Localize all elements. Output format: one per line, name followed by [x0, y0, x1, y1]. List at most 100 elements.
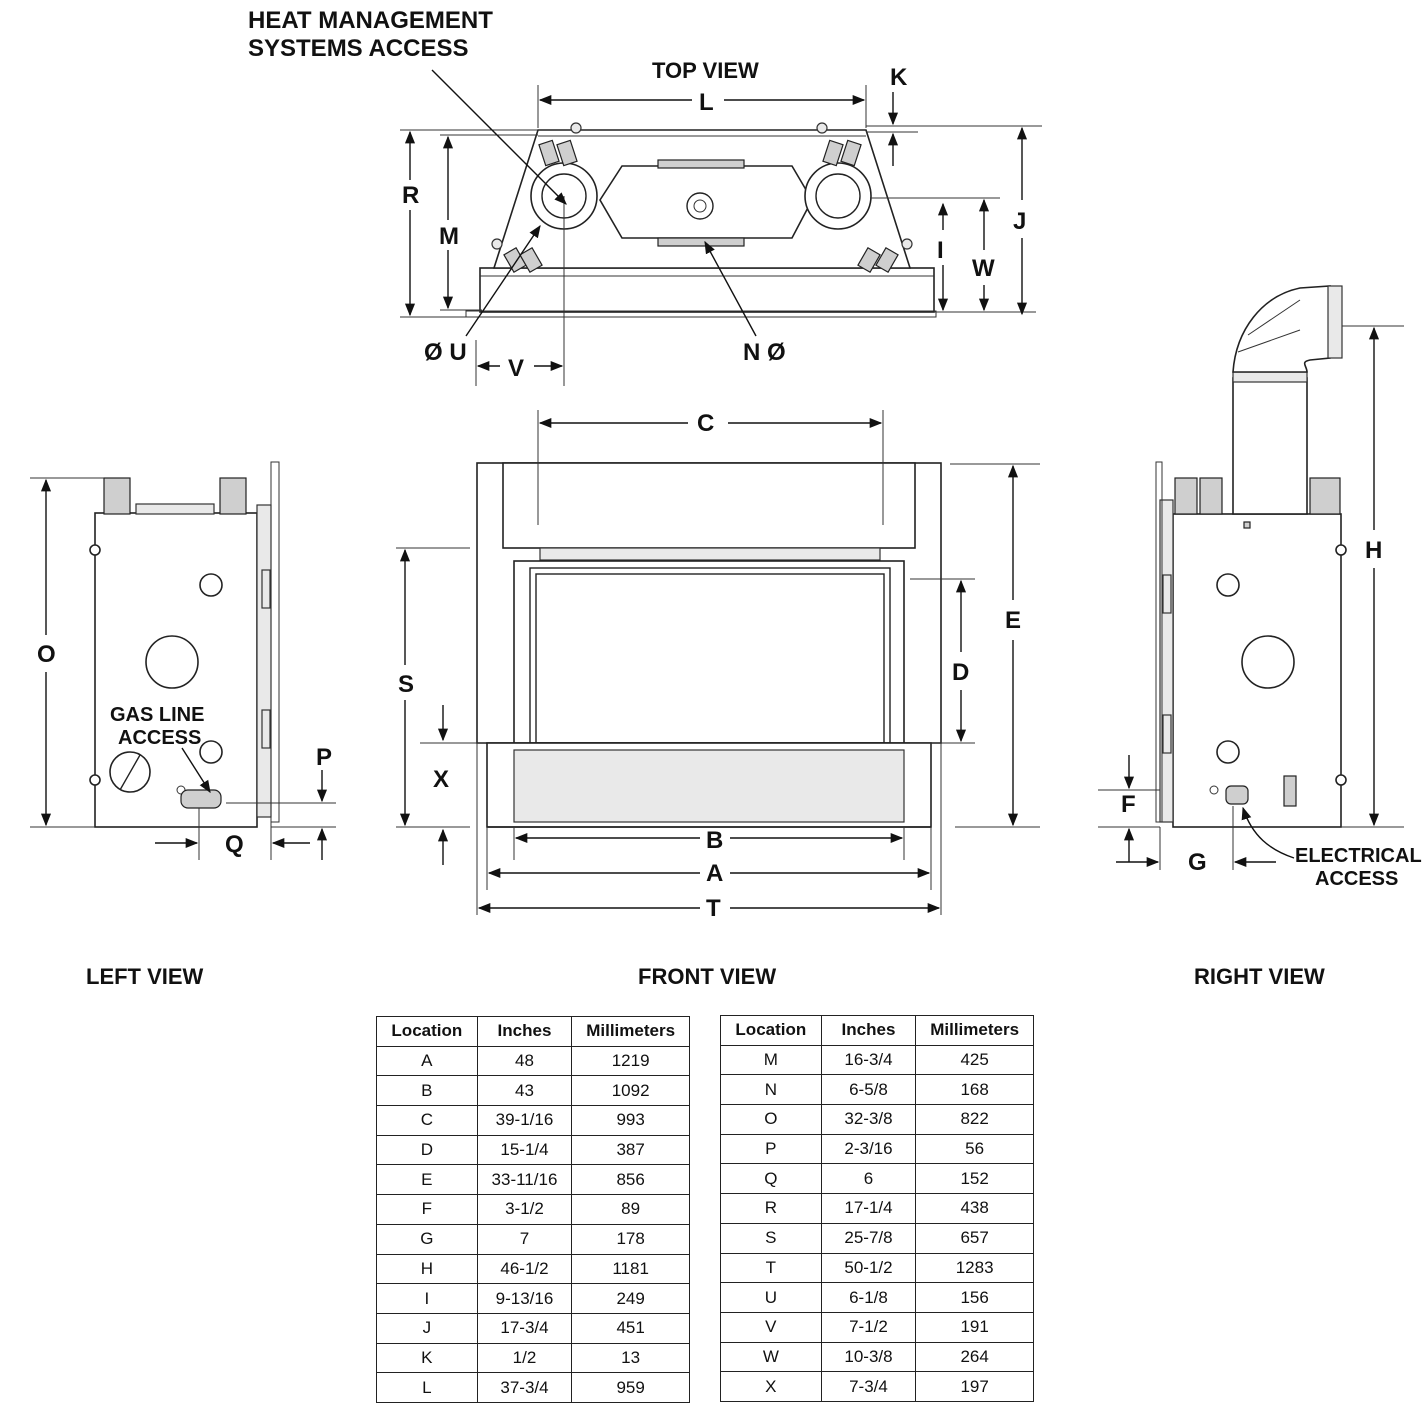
dim-letter-L: L [699, 89, 714, 116]
cell-millimeters: 959 [571, 1372, 690, 1403]
cell-millimeters: 1092 [571, 1075, 690, 1107]
cell-location: F [376, 1194, 478, 1225]
dim-letter-I: I [937, 237, 944, 264]
cell-location: L [376, 1372, 478, 1403]
cell-location: B [376, 1075, 478, 1107]
cell-location: N [720, 1074, 822, 1106]
dim-letter-Q: Q [225, 831, 244, 858]
cell-inches: 37-3/4 [476, 1372, 573, 1403]
right-view-dimensions [1098, 325, 1404, 870]
top-view-title: TOP VIEW [652, 58, 759, 83]
header-inches: Inches [820, 1015, 917, 1046]
header-millimeters: Millimeters [915, 1015, 1034, 1046]
top-view-dimensions [400, 69, 1042, 386]
cell-inches: 39-1/16 [476, 1105, 573, 1136]
cell-inches: 10-3/8 [820, 1341, 917, 1373]
cell-millimeters: 249 [571, 1283, 690, 1314]
cell-millimeters: 197 [915, 1371, 1034, 1402]
header-millimeters: Millimeters [571, 1016, 690, 1047]
gas-line-label-line1: GAS LINE [110, 704, 204, 726]
dim-letter-M: M [439, 223, 459, 250]
cell-location: V [720, 1311, 822, 1343]
cell-millimeters: 657 [915, 1222, 1034, 1254]
cell-millimeters: 56 [915, 1133, 1034, 1165]
cell-inches: 6 [820, 1163, 917, 1195]
annotation-labels: HEAT MANAGEMENT SYSTEMS ACCESS GAS LINE … [110, 7, 1422, 890]
cell-location: J [376, 1312, 478, 1344]
electrical-label-line2: ACCESS [1315, 868, 1398, 890]
cell-location: A [376, 1045, 478, 1077]
front-view-header [502, 462, 916, 549]
dim-letter-C: C [697, 410, 714, 437]
cell-location: P [720, 1133, 822, 1165]
header-location: Location [720, 1015, 822, 1046]
cell-location: M [720, 1044, 822, 1076]
dim-letter-F: F [1121, 791, 1136, 818]
cell-location: E [376, 1164, 478, 1196]
cell-millimeters: 1181 [571, 1253, 690, 1285]
cell-location: U [720, 1282, 822, 1313]
cell-millimeters: 822 [915, 1104, 1034, 1135]
cell-millimeters: 451 [571, 1312, 690, 1344]
cell-millimeters: 89 [571, 1194, 690, 1225]
cell-inches: 17-1/4 [820, 1193, 917, 1224]
cell-inches: 6-1/8 [820, 1282, 917, 1313]
heat-management-label-line1: HEAT MANAGEMENT [248, 7, 493, 34]
right-view-vent-elbow [1232, 285, 1331, 373]
front-view-dimensions [396, 410, 1040, 915]
top-view [465, 122, 937, 318]
cell-millimeters: 993 [571, 1105, 690, 1136]
cell-millimeters: 387 [571, 1134, 690, 1166]
cell-millimeters: 168 [915, 1074, 1034, 1106]
table-header-row: Location Inches Millimeters [376, 1016, 690, 1047]
cell-millimeters: 156 [915, 1282, 1034, 1313]
dim-letter-O: O [37, 641, 56, 668]
left-view-knockout [145, 635, 199, 689]
cell-location: C [376, 1105, 478, 1136]
header-location: Location [376, 1016, 478, 1047]
cell-location: X [720, 1371, 822, 1402]
cell-inches: 48 [476, 1045, 573, 1077]
gas-line-access-port [180, 789, 222, 809]
left-view [89, 461, 280, 828]
dim-letter-J: J [1013, 208, 1026, 235]
dim-letter-H: H [1365, 537, 1382, 564]
cell-location: D [376, 1134, 478, 1166]
cell-inches: 3-1/2 [476, 1194, 573, 1225]
cell-millimeters: 856 [571, 1164, 690, 1196]
table-header-row: Location Inches Millimeters [720, 1015, 1034, 1046]
dim-letter-B: B [706, 827, 723, 854]
cell-inches: 6-5/8 [820, 1074, 917, 1106]
cell-inches: 33-11/16 [476, 1164, 573, 1196]
right-view-knockout [1241, 635, 1295, 689]
cell-millimeters: 152 [915, 1163, 1034, 1195]
left-view-dimensions [30, 477, 336, 860]
heat-management-label-line2: SYSTEMS ACCESS [248, 35, 469, 62]
cell-inches: 25-7/8 [820, 1222, 917, 1254]
cell-inches: 16-3/4 [820, 1044, 917, 1076]
dim-letter-G: G [1188, 849, 1207, 876]
heat-port-right [804, 162, 872, 230]
dim-letter-S: S [398, 671, 414, 698]
top-view-vent-channel [599, 165, 813, 239]
cell-inches: 32-3/8 [820, 1104, 917, 1135]
dim-letter-R: R [402, 182, 419, 209]
